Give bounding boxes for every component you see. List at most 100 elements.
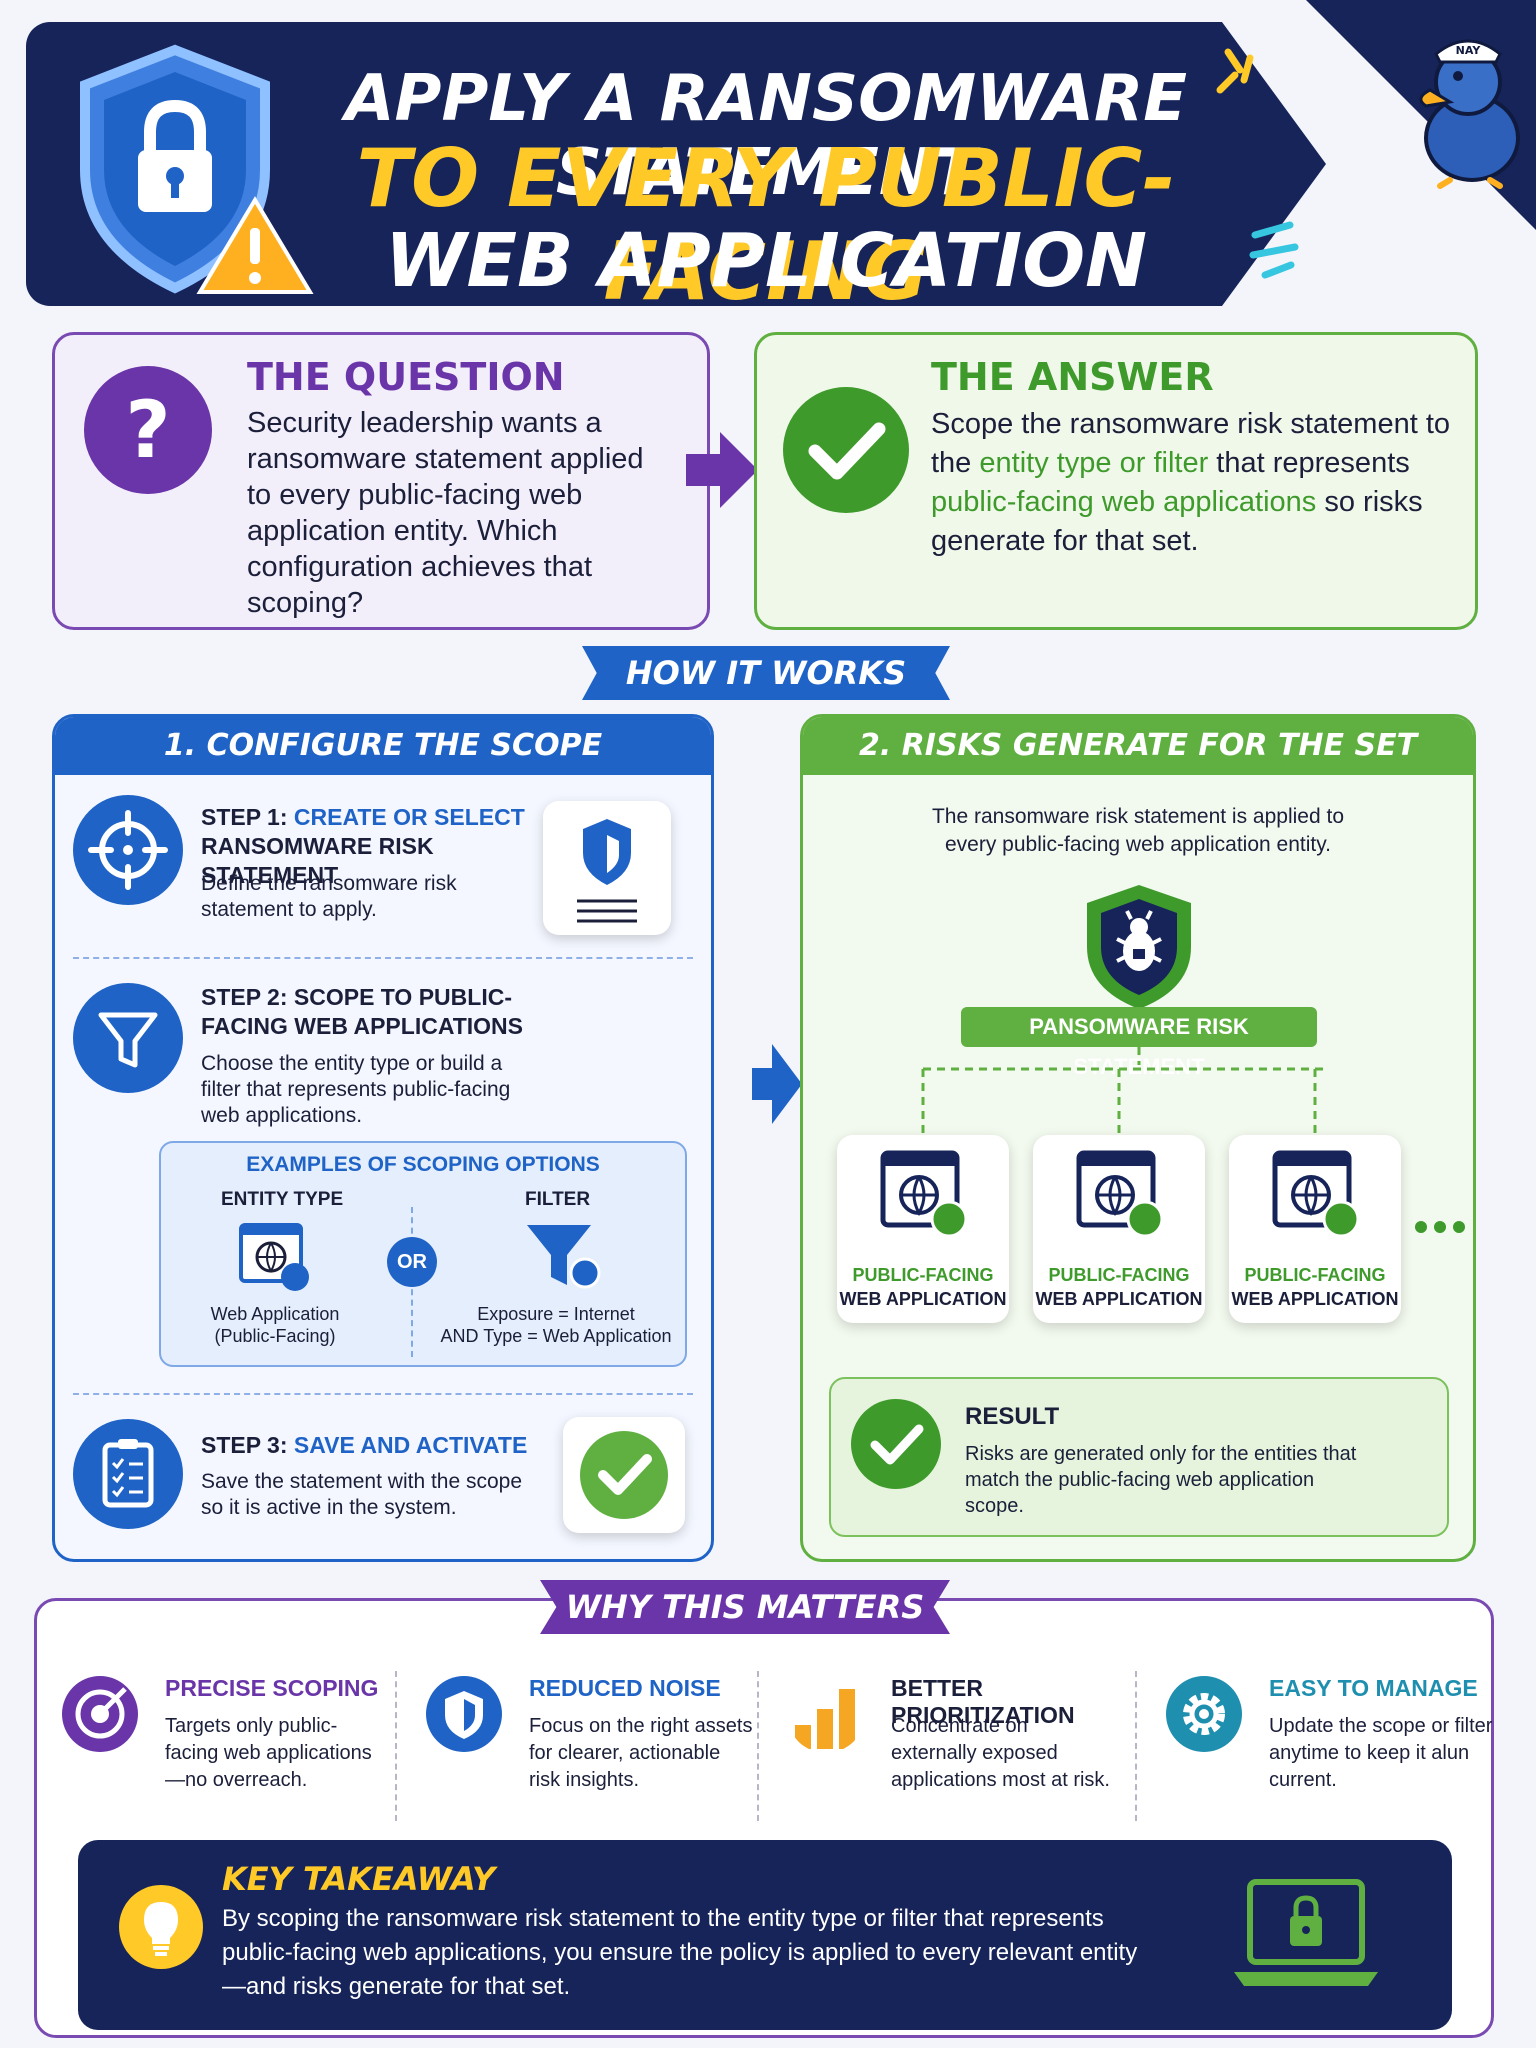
answer-text: Scope the ransomware risk statement to t… [931, 405, 1451, 561]
entity-label-2: WEB APPLICATION [1231, 1289, 1399, 1309]
check-circle-icon [851, 1399, 941, 1489]
target-icon [62, 1676, 138, 1752]
header-line-2: to Every Public-Facing [356, 132, 1176, 318]
document-shield-icon [577, 819, 637, 923]
shield-bug-icon [1087, 885, 1191, 1009]
entity-label-1: PUBLIC-FACING [1244, 1265, 1386, 1285]
why-item-precise-scoping: PRECISE SCOPING Targets only public-faci… [47, 1675, 397, 1835]
answer-title: THE ANSWER [931, 355, 1214, 399]
answer-text-part: so risks generate for that set. [931, 486, 1423, 557]
risks-generate-panel: 2. RISKS GENERATE FOR THE SET The ransom… [800, 714, 1476, 1562]
panel-2-title: 2. RISKS GENERATE FOR THE SET [803, 717, 1473, 775]
answer-highlight-entity: entity type or filter [979, 447, 1209, 479]
step-3-title: STEP 3: Save and Activate [201, 1431, 541, 1460]
step-3-icon-circle [73, 1419, 183, 1529]
ellipsis-icon [1415, 1221, 1465, 1233]
activated-check-card [563, 1417, 685, 1533]
mascot-cap-text: NAY [1456, 44, 1482, 57]
result-box: RESULT Risks are generated only for the … [829, 1377, 1449, 1537]
web-app-icon [239, 1223, 309, 1291]
takeaway-title: KEY TAKEAWAY [222, 1860, 496, 1898]
web-app-bug-icon [1272, 1150, 1360, 1238]
result-text: Risks are generated only for the entitie… [965, 1443, 1357, 1517]
column-divider [1135, 1671, 1137, 1821]
why-title: BETTER PRIORITIZATION [891, 1675, 1075, 1728]
examples-title: EXAMPLES OF SCOPING OPTIONS [246, 1153, 600, 1176]
why-item-better-prioritization: BETTER PRIORITIZATION Concentrate on ext… [773, 1675, 1123, 1835]
key-takeaway-box: KEY TAKEAWAY By scoping the ransomware r… [78, 1840, 1452, 2030]
entity-label-1: PUBLIC-FACING [1048, 1265, 1190, 1285]
divider [73, 1393, 693, 1395]
why-desc: Targets only public-facing web applicati… [165, 1715, 372, 1791]
entity-type-label-1: Web Application [210, 1304, 340, 1324]
takeaway-text: By scoping the ransomware risk statement… [222, 1905, 1138, 2000]
why-desc: Concentrate on externally exposed applic… [891, 1715, 1110, 1791]
filter-funnel-icon [527, 1225, 601, 1289]
header-line-1: Apply a Ransomware Statement [345, 62, 1187, 210]
intro-line-1: The ransomware risk statement is applied… [931, 805, 1344, 828]
entity-type-heading: ENTITY TYPE [221, 1189, 344, 1210]
why-item-reduced-noise: REDUCED NOISE Focus on the right assets … [411, 1675, 761, 1835]
how-it-works-banner: HOW IT WORKS [582, 646, 950, 700]
answer-card: THE ANSWER Scope the ransomware risk sta… [754, 332, 1478, 630]
connector-lines [921, 1047, 1323, 1135]
filter-heading: FILTER [525, 1189, 591, 1210]
step-2-desc: Choose the entity type or build a filter… [201, 1052, 511, 1127]
lightbulb-icon [119, 1885, 203, 1969]
step-1-icon-circle [73, 795, 183, 905]
step-1-title-rest: Ransomware Risk Statement [201, 833, 434, 888]
step-1-title-highlight: Create or Select [293, 804, 525, 830]
statement-document-card [543, 801, 671, 935]
answer-text-part: Scope the ransomware risk statement to t… [931, 408, 1451, 479]
funnel-icon [98, 1012, 158, 1068]
check-circle-icon [580, 1431, 668, 1519]
divider [73, 957, 693, 959]
svg-text:?: ? [125, 386, 170, 476]
entity-label: PUBLIC-FACING WEB APPLICATION [1229, 1263, 1401, 1311]
crosshair-icon [88, 810, 168, 890]
entity-card: PUBLIC-FACING WEB APPLICATION [1229, 1135, 1401, 1323]
question-mark-icon: ? [84, 366, 212, 494]
scoping-examples-box: EXAMPLES OF SCOPING OPTIONS ENTITY TYPE … [159, 1141, 687, 1367]
statement-label: PANSOMWARE RISK STATEMENT [961, 1007, 1317, 1079]
sparkle-yellow-icon [1216, 48, 1254, 94]
check-circle-icon [783, 387, 909, 513]
configure-scope-panel: 1. CONFIGURE THE SCOPE STEP 1: Create or… [52, 714, 714, 1562]
question-title: THE QUESTION [247, 355, 565, 399]
step-3-title-highlight: Save and Activate [293, 1432, 528, 1458]
step-2-label: STEP 2: [201, 984, 294, 1010]
why-this-matters-banner: WHY THIS MATTERS [540, 1580, 950, 1634]
step-3-label: STEP 3: [201, 1432, 294, 1458]
column-divider [395, 1671, 397, 1821]
step-2-title: STEP 2: Scope to Public-Facing Web Appli… [201, 983, 561, 1041]
why-desc: Focus on the right assets for clearer, a… [529, 1715, 753, 1791]
filter-label-2: AND Type = Web Application [440, 1326, 672, 1346]
entity-type-label: Web Application(Public-Facing) [185, 1303, 365, 1347]
column-divider [757, 1671, 759, 1821]
question-text: Security leadership wants a ransomware s… [247, 407, 644, 619]
arrow-right-icon [686, 432, 758, 508]
checklist-icon [102, 1439, 154, 1508]
step-2-title-rest: Scope to Public-Facing Web Applications [201, 984, 523, 1039]
answer-highlight-webapps: public-facing web applications [931, 486, 1317, 518]
question-card: ? THE QUESTION Security leadership wants… [52, 332, 710, 630]
result-title: RESULT [965, 1403, 1060, 1430]
step-3-desc: Save the statement with the scope so it … [201, 1470, 523, 1519]
or-badge: OR [387, 1237, 437, 1287]
bar-chart-icon [795, 1689, 855, 1749]
why-title: REDUCED NOISE [529, 1675, 721, 1701]
panel-1-title: 1. CONFIGURE THE SCOPE [55, 717, 711, 775]
duck-mascot-icon: NAY [1419, 39, 1520, 189]
entity-label-1: PUBLIC-FACING [852, 1265, 994, 1285]
step-1-title: STEP 1: Create or SelectRansomware Risk … [201, 803, 541, 890]
sparkle-cyan-icon [1249, 221, 1299, 279]
web-app-bug-icon [880, 1150, 968, 1238]
gear-icon [1166, 1676, 1242, 1752]
arrow-right-icon [752, 1044, 802, 1124]
filter-label-1: Exposure = Internet [477, 1304, 635, 1324]
header-banner: Apply a Ransomware Statement to Every Pu… [26, 22, 1326, 306]
